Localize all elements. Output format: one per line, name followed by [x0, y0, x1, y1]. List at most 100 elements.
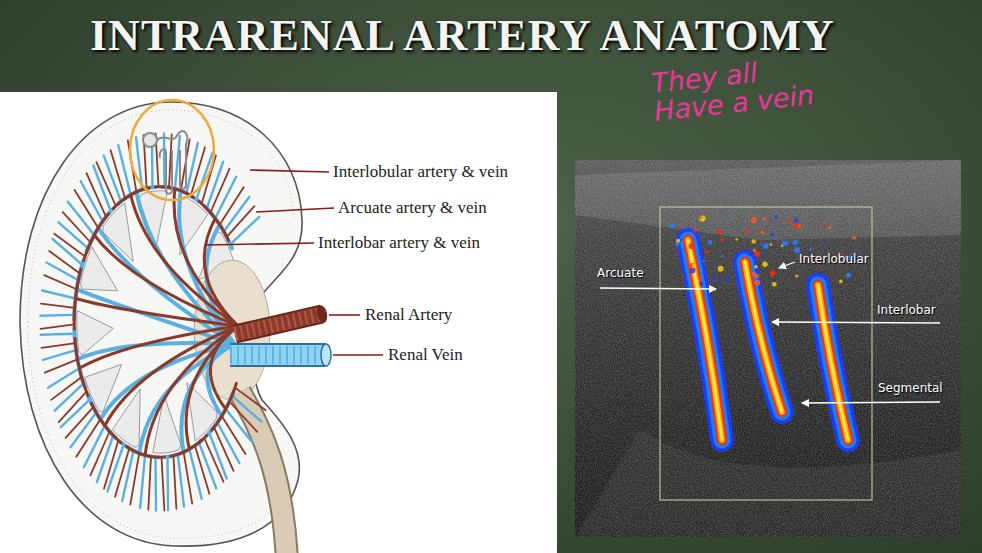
doppler-speck [751, 217, 757, 223]
artery-interlobar [76, 299, 239, 327]
artery-interlobular [44, 275, 76, 289]
doppler-speck [688, 243, 694, 249]
doppler-streak [818, 285, 848, 440]
doppler-speck [719, 281, 721, 283]
renal-artery-end [315, 304, 329, 324]
doppler-speck [752, 239, 756, 243]
doppler-speck [699, 215, 705, 221]
ultrasound-image [575, 160, 961, 537]
doppler-speck [795, 274, 798, 277]
doppler-speck [754, 265, 757, 268]
image-label: Arcuate [597, 266, 644, 280]
image-label: Interlobar [877, 303, 936, 317]
ureter [240, 392, 287, 553]
part-label: Renal Artery [365, 305, 452, 325]
doppler-speck [745, 229, 749, 233]
artery-arcuate [74, 269, 81, 329]
vein-interlobular [140, 455, 145, 508]
vein-interlobular [154, 457, 157, 510]
artery-interlobular [90, 432, 109, 476]
doppler-speck [699, 282, 703, 286]
doppler-speck [788, 219, 792, 223]
vein-interlobular [230, 217, 259, 245]
renal-vein [230, 345, 326, 365]
artery-arcuate [127, 447, 165, 458]
artery-interlobular [229, 402, 257, 432]
artery-interlobular [210, 169, 229, 213]
vein-interlobular [189, 449, 201, 499]
doppler-speck [828, 226, 832, 230]
doppler-speck [731, 216, 733, 218]
renal-vein-end [321, 344, 331, 366]
artery-interlobar [94, 235, 238, 326]
doppler-speck [852, 236, 856, 240]
doppler-speck [793, 240, 798, 245]
nephron-highlight [130, 100, 214, 200]
artery-interlobular [104, 440, 118, 488]
artery-interlobular [87, 173, 107, 217]
doppler-speck [809, 248, 812, 251]
doppler-streak [688, 240, 722, 440]
renal-vein-outline [230, 343, 326, 367]
artery-interlobular [59, 392, 87, 423]
artery-interlobular [49, 251, 80, 274]
vein-interlobular [42, 291, 75, 299]
vein-interlobar [136, 192, 234, 344]
vein-interlobular [68, 202, 95, 235]
doppler-speck [760, 243, 762, 245]
artery-interlobar [145, 326, 238, 455]
artery-interlobular [235, 388, 266, 411]
doppler-streak [745, 262, 782, 412]
doppler-streak [818, 285, 848, 440]
doppler-speck [693, 229, 697, 233]
doppler-speck [823, 243, 825, 245]
doppler-speck [839, 280, 843, 284]
vessel-tree [41, 134, 266, 511]
artery-interlobular [115, 448, 129, 496]
doppler-speck [771, 233, 775, 237]
doppler-streak [745, 262, 782, 412]
doppler-speck [725, 276, 730, 281]
artery-arcuate [212, 383, 237, 430]
doppler-streak [688, 240, 722, 440]
doppler-speck [753, 249, 755, 251]
vein-interlobular [48, 368, 80, 387]
artery-interlobular [222, 416, 246, 454]
doppler-streak [688, 240, 722, 440]
doppler-streak [745, 262, 782, 412]
doppler-speck [713, 275, 717, 279]
handwritten-note: They all Have a vein [650, 52, 827, 126]
ureter-outline [240, 392, 287, 553]
artery-interlobular [214, 427, 234, 471]
doppler-streak [688, 240, 722, 440]
doppler-speck [770, 243, 773, 246]
artery-interlobar [174, 189, 238, 326]
doppler-speck [735, 238, 737, 240]
vein-interlobular [226, 409, 253, 442]
renal-artery [235, 314, 322, 334]
vein-interlobular [41, 314, 75, 317]
doppler-speck [754, 251, 760, 257]
doppler-streak [818, 285, 848, 440]
vein-interlobular [166, 457, 169, 510]
doppler-speck [703, 235, 705, 237]
doppler-speck [690, 263, 696, 269]
doppler-speck [670, 223, 675, 228]
doppler-speck [720, 238, 723, 241]
artery-interlobular [184, 452, 193, 504]
renal-artery-outline [235, 314, 322, 334]
doppler-speck [705, 250, 708, 253]
artery-interlobular [76, 419, 100, 456]
artery-interlobular [51, 377, 82, 400]
artery-arcuate [92, 403, 122, 442]
doppler-flow [670, 215, 857, 440]
artery-interlobular [111, 150, 126, 198]
artery-interlobular [130, 453, 139, 504]
artery-interlobular [96, 162, 115, 206]
artery-interlobular [148, 457, 151, 510]
artery-arcuate [84, 214, 109, 261]
artery-arcuate [199, 201, 229, 240]
doppler-speck [762, 262, 767, 267]
doppler-speck [718, 266, 724, 272]
doppler-speck [747, 251, 752, 256]
